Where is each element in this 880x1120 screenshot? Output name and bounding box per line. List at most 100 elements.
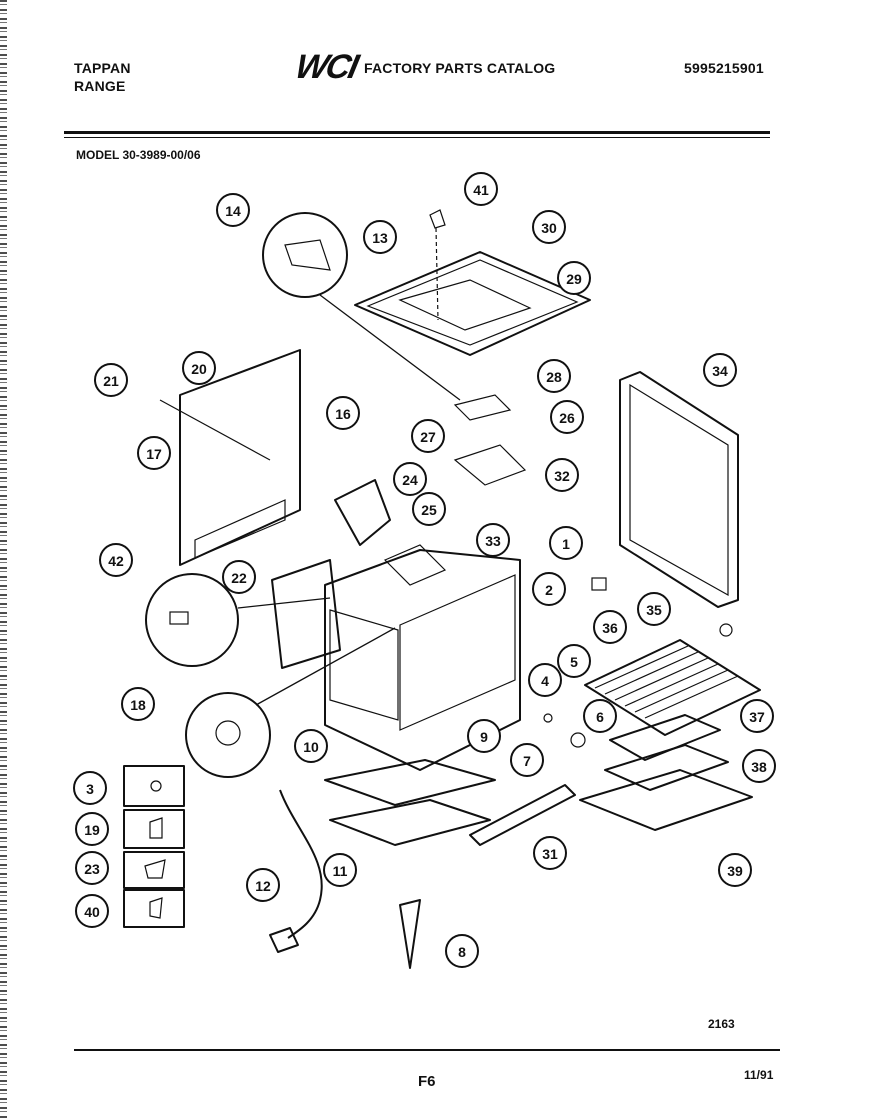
callout-number: 25 [421,502,437,518]
callout-2: 2 [532,572,566,606]
catalog-title: FACTORY PARTS CATALOG [364,60,556,76]
callout-layer: 1234567891011121314161718192021222324252… [73,172,776,968]
callout-number: 29 [566,271,582,287]
callout-number: 5 [570,654,578,670]
callout-number: 22 [231,570,247,586]
cooktop-inner [366,259,579,346]
insulation-25 [383,544,447,586]
screw-4 [543,713,553,723]
power-cord-12 [279,789,323,939]
detail-circle-42 [145,573,239,667]
callout-number: 32 [554,468,570,484]
callout-number: 7 [523,753,531,769]
callout-25: 25 [412,492,446,526]
callout-number: 21 [103,373,119,389]
parts-drawing [123,209,761,969]
door-frame-inner [629,383,729,597]
callout-10: 10 [294,729,328,763]
callout-14: 14 [216,193,250,227]
wire-17 [159,399,271,461]
callout-number: 11 [333,863,348,879]
callout-number: 19 [84,822,100,838]
callout-28: 28 [537,359,571,393]
pan-37 [609,714,721,761]
header-rule-top [64,131,770,134]
callout-number: 38 [751,759,767,775]
callout-number: 14 [225,203,241,219]
bracket-32 [453,444,527,486]
brand-name: TAPPAN [74,60,131,76]
callout-22: 22 [222,560,256,594]
knob-dash-line [435,227,439,321]
callout-40: 40 [75,894,109,928]
callout-number: 17 [146,446,162,462]
rear-panel-16 [179,349,301,566]
callout-24: 24 [393,462,427,496]
callout-number: 13 [372,230,388,246]
clip-42 [169,611,189,625]
cooktop-knob-41 [429,209,446,229]
callout-5: 5 [557,644,591,678]
drawing-number: 2163 [708,1017,735,1031]
callout-number: 3 [86,781,94,797]
callout-number: 23 [84,861,100,877]
callout-number: 37 [749,709,765,725]
callout-35: 35 [637,592,671,626]
rack-bars [594,645,739,719]
callout-number: 28 [546,369,562,385]
oven-cavity [399,574,516,731]
callout-number: 24 [402,472,418,488]
bottom-panel-10 [324,759,496,806]
rear-panel-bracket [194,499,286,559]
hardware-icons [144,780,166,919]
hardware-boxes [123,765,185,928]
model-number: MODEL 30-3989-00/06 [76,148,201,162]
rack-36 [584,639,761,736]
page-number: F6 [418,1073,436,1090]
callout-17: 17 [137,436,171,470]
part-1 [591,577,607,591]
callout-21: 21 [94,363,128,397]
callout-number: 2 [545,582,553,598]
power-plug [269,927,299,953]
pan-38 [604,744,729,791]
callout-number: 31 [542,846,558,862]
callout-27: 27 [411,419,445,453]
callout-6: 6 [583,699,617,733]
oven-body-2 [324,549,521,771]
callout-1: 1 [549,526,583,560]
callout-42: 42 [99,543,133,577]
knob-7 [570,732,586,748]
product-name: RANGE [74,78,126,94]
callout-19: 19 [75,812,109,846]
callout-11: 11 [323,853,357,887]
callout-7: 7 [510,743,544,777]
callout-number: 35 [646,602,662,618]
footer-rule [74,1049,780,1051]
callout-31: 31 [533,836,567,870]
callout-36: 36 [593,610,627,644]
catalog-number: 5995215901 [684,60,764,76]
callout-number: 20 [191,361,207,377]
callout-number: 4 [541,673,549,689]
callout-number: 26 [559,410,575,426]
rail-31 [469,784,576,846]
callout-20: 20 [182,351,216,385]
callout-39: 39 [718,853,752,887]
leader-42 [237,597,331,609]
callout-number: 40 [84,904,100,920]
cooktop-30 [354,251,591,356]
callout-number: 18 [130,697,146,713]
detail-circle-13 [262,212,348,298]
callout-number: 8 [458,944,466,960]
callout-8: 8 [445,934,479,968]
callout-number: 1 [562,536,570,552]
clip-8 [399,899,421,969]
callout-33: 33 [476,523,510,557]
cooktop-element-29 [398,279,532,331]
grommet-18 [215,720,241,746]
callout-34: 34 [703,353,737,387]
callout-16: 16 [326,396,360,430]
door-22 [271,559,341,669]
callout-number: 6 [596,709,604,725]
